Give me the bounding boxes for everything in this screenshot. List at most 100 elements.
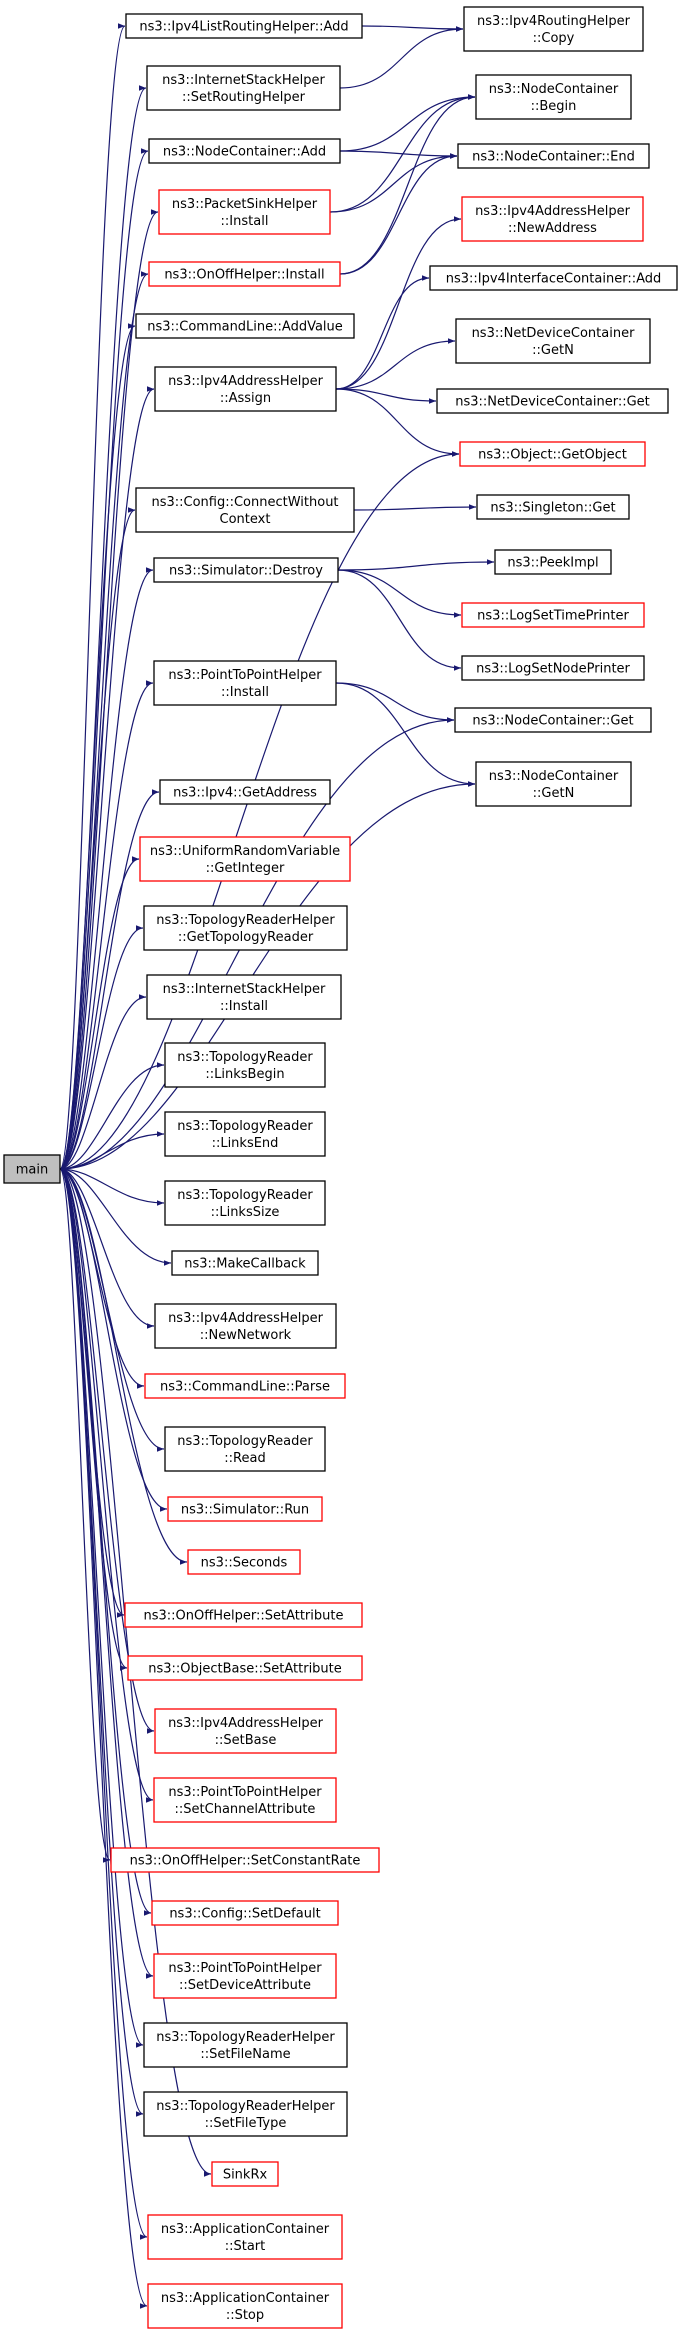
edge-main-to-onoff-setconstantrate	[59, 1168, 111, 1863]
node-seconds[interactable]: ns3::Seconds	[187, 1549, 301, 1575]
node-label: ns3::CommandLine::Parse	[160, 1380, 330, 1395]
node-commandline-parse[interactable]: ns3::CommandLine::Parse	[144, 1373, 346, 1399]
node-nodecontainer-add[interactable]: ns3::NodeContainer::Add	[148, 138, 341, 164]
node-topo-linksbegin[interactable]: ns3::TopologyReader::LinksBegin	[164, 1042, 326, 1088]
node-peekimpl[interactable]: ns3::PeekImpl	[494, 549, 612, 575]
node-p2p-setchannelattribute[interactable]: ns3::PointToPointHelper::SetChannelAttri…	[153, 1777, 337, 1823]
node-simulator-destroy[interactable]: ns3::Simulator::Destroy	[153, 557, 339, 583]
node-label: ns3::NodeContainer::Add	[163, 145, 326, 160]
node-object-getobject[interactable]: ns3::Object::GetObject	[459, 441, 646, 467]
edge-simulator-destroy-to-logsetnodeprinter	[337, 569, 462, 671]
node-label: ns3::Singleton::Get	[490, 501, 615, 516]
node-nodecontainer-getn[interactable]: ns3::NodeContainer::GetN	[475, 761, 632, 807]
edge-main-to-topo-linkssize	[59, 1168, 165, 1206]
node-label: ns3::Ipv4AddressHelper	[168, 1716, 324, 1731]
node-onoff-setconstantrate[interactable]: ns3::OnOffHelper::SetConstantRate	[110, 1847, 380, 1873]
node-label: ::LinksSize	[211, 1205, 280, 1220]
node-internetstack-install[interactable]: ns3::InternetStackHelper::Install	[146, 974, 342, 1020]
node-ipv4address-newnetwork[interactable]: ns3::Ipv4AddressHelper::NewNetwork	[154, 1303, 337, 1349]
node-box-p2p-setdeviceattribute	[153, 1953, 337, 1999]
node-ipv4address-assign[interactable]: ns3::Ipv4AddressHelper::Assign	[154, 366, 337, 412]
node-box-p2p-setchannelattribute	[153, 1777, 337, 1823]
node-topohelper-setfiletype[interactable]: ns3::TopologyReaderHelper::SetFileType	[143, 2091, 348, 2137]
node-simulator-run[interactable]: ns3::Simulator::Run	[167, 1496, 323, 1522]
edge-nodecontainer-add-to-nodecontainer-end	[339, 150, 458, 159]
node-nodecontainer-end[interactable]: ns3::NodeContainer::End	[457, 143, 650, 169]
node-onoff-setattribute[interactable]: ns3::OnOffHelper::SetAttribute	[124, 1602, 363, 1628]
node-ipv4ifc-add[interactable]: ns3::Ipv4InterfaceContainer::Add	[429, 265, 678, 291]
node-nodecontainer-get[interactable]: ns3::NodeContainer::Get	[454, 707, 652, 733]
node-sinkrx[interactable]: SinkRx	[211, 2161, 279, 2187]
node-main[interactable]: main	[3, 1154, 61, 1184]
edge-main-to-internetstack-install	[59, 994, 147, 1170]
node-topohelper-gettopologyreader[interactable]: ns3::TopologyReaderHelper::GetTopologyRe…	[143, 905, 348, 951]
node-label: ::Start	[225, 2239, 266, 2254]
node-logsetnodeprinter[interactable]: ns3::LogSetNodePrinter	[461, 655, 645, 681]
node-label: ns3::TopologyReaderHelper	[156, 913, 335, 928]
node-netdevcontainer-getn[interactable]: ns3::NetDeviceContainer::GetN	[455, 318, 651, 364]
node-box-topohelper-setfiletype	[143, 2091, 348, 2137]
node-box-sinkrx	[211, 2161, 279, 2187]
node-p2p-setdeviceattribute[interactable]: ns3::PointToPointHelper::SetDeviceAttrib…	[153, 1953, 337, 1999]
edge-main-to-commandline-addvalue	[59, 323, 136, 1170]
node-label: ::Read	[224, 1451, 265, 1466]
node-ipv4listrouting-add[interactable]: ns3::Ipv4ListRoutingHelper::Add	[125, 13, 363, 39]
node-box-internetstack-install	[146, 974, 342, 1020]
node-objectbase-setattribute[interactable]: ns3::ObjectBase::SetAttribute	[127, 1655, 363, 1681]
node-topohelper-setfilename[interactable]: ns3::TopologyReaderHelper::SetFileName	[143, 2022, 348, 2068]
edge-nodecontainer-add-to-nodecontainer-begin	[339, 94, 476, 152]
edge-main-to-appcontainer-stop	[59, 1168, 148, 2309]
node-appcontainer-start[interactable]: ns3::ApplicationContainer::Start	[147, 2214, 343, 2260]
node-label: ns3::NodeContainer::Get	[472, 714, 633, 729]
node-box-topo-linksend	[164, 1111, 326, 1157]
node-topo-linksend[interactable]: ns3::TopologyReader::LinksEnd	[164, 1111, 326, 1157]
node-appcontainer-stop[interactable]: ns3::ApplicationContainer::Stop	[147, 2283, 343, 2329]
node-ipv4routinghelper-copy[interactable]: ns3::Ipv4RoutingHelper::Copy	[463, 6, 644, 52]
node-nodecontainer-begin[interactable]: ns3::NodeContainer::Begin	[475, 74, 632, 120]
node-box-ipv4routinghelper-copy	[463, 6, 644, 52]
node-label: ::SetBase	[215, 1733, 277, 1748]
node-label: ::NewNetwork	[200, 1328, 292, 1343]
node-box-logsettimeprinter	[461, 602, 645, 628]
edge-main-to-ipv4address-newnetwork	[59, 1168, 155, 1329]
node-box-ipv4listrouting-add	[125, 13, 363, 39]
node-topo-read[interactable]: ns3::TopologyReader::Read	[164, 1426, 326, 1472]
node-ipv4address-newaddress[interactable]: ns3::Ipv4AddressHelper::NewAddress	[461, 196, 644, 242]
node-internetstack-setrouting[interactable]: ns3::InternetStackHelper::SetRoutingHelp…	[146, 65, 341, 111]
node-topo-linkssize[interactable]: ns3::TopologyReader::LinksSize	[164, 1180, 326, 1226]
node-label: ns3::Ipv4AddressHelper	[168, 374, 324, 389]
node-label: ns3::ApplicationContainer	[161, 2222, 330, 2237]
node-onoff-install[interactable]: ns3::OnOffHelper::Install	[148, 261, 341, 287]
node-label: ns3::Ipv4AddressHelper	[475, 204, 631, 219]
node-ipv4address-setbase[interactable]: ns3::Ipv4AddressHelper::SetBase	[154, 1708, 337, 1754]
node-label: ::Stop	[226, 2308, 264, 2323]
node-box-ipv4address-assign	[154, 366, 337, 412]
node-packetsink-install[interactable]: ns3::PacketSinkHelper::Install	[158, 189, 331, 235]
edge-main-to-nodecontainer-add	[59, 148, 149, 1170]
node-makecallback[interactable]: ns3::MakeCallback	[171, 1250, 319, 1276]
node-label: ns3::NetDeviceContainer	[472, 326, 636, 341]
node-box-makecallback	[171, 1250, 319, 1276]
node-config-setdefault[interactable]: ns3::Config::SetDefault	[151, 1900, 339, 1926]
edge-main-to-config-connectwithoutcontext	[59, 507, 136, 1170]
node-logsettimeprinter[interactable]: ns3::LogSetTimePrinter	[461, 602, 645, 628]
node-label: ::GetN	[533, 786, 575, 801]
node-label: ns3::OnOffHelper::Install	[164, 268, 324, 283]
edge-ipv4address-assign-to-ipv4address-newaddress	[335, 216, 462, 390]
edge-p2p-install-to-nodecontainer-getn	[335, 682, 476, 787]
node-label: ns3::NodeContainer	[489, 769, 619, 784]
node-p2p-install[interactable]: ns3::PointToPointHelper::Install	[153, 660, 337, 706]
edge-main-to-ipv4-getaddress	[59, 789, 160, 1170]
node-label: ::NewAddress	[508, 221, 597, 236]
node-netdevcontainer-get[interactable]: ns3::NetDeviceContainer::Get	[436, 388, 669, 414]
edge-simulator-destroy-to-peekimpl	[337, 559, 495, 571]
node-label: ns3::Ipv4::GetAddress	[173, 786, 317, 801]
node-commandline-addvalue[interactable]: ns3::CommandLine::AddValue	[135, 313, 355, 339]
node-label: ns3::ApplicationContainer	[161, 2291, 330, 2306]
node-uniformrandom-getinteger[interactable]: ns3::UniformRandomVariable::GetInteger	[139, 836, 351, 882]
node-box-objectbase-setattribute	[127, 1655, 363, 1681]
node-box-nodecontainer-add	[148, 138, 341, 164]
node-singleton-get[interactable]: ns3::Singleton::Get	[476, 494, 630, 520]
node-ipv4-getaddress[interactable]: ns3::Ipv4::GetAddress	[159, 779, 331, 805]
